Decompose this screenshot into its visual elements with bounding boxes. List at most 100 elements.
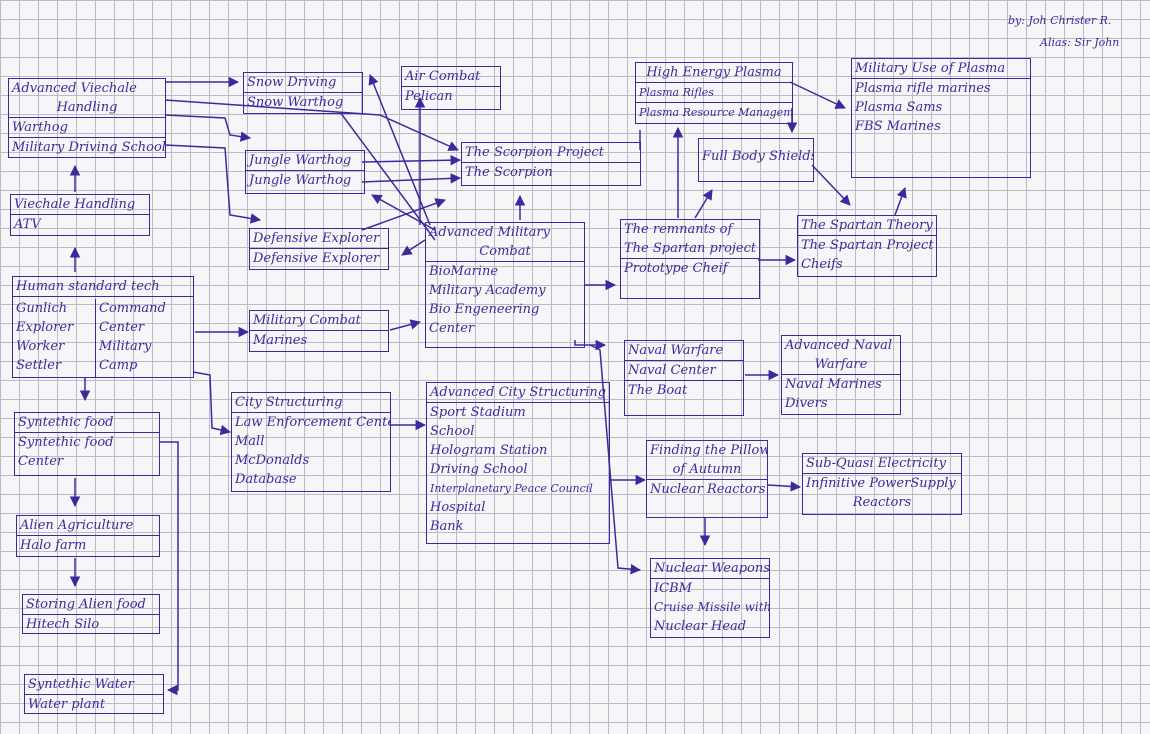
node-title: High Energy Plasma (636, 63, 792, 83)
node-title: Advanced City Structuring (427, 383, 609, 403)
node-item: Military (99, 339, 152, 354)
node-item: Law Enforcement Center (235, 415, 391, 430)
node-item: Bio Engeneering (429, 302, 540, 317)
node-title: Storing Alien food (23, 595, 159, 615)
arrow-avh-to-def (164, 144, 262, 224)
node-title: Jungle Warthog (246, 151, 364, 171)
node-item: Explorer (16, 320, 74, 335)
node-item: McDonalds (235, 453, 310, 468)
node-advanced-naval-warfare: Advanced Naval Warfare Naval Marines Div… (781, 335, 901, 415)
node-item: Reactors (852, 495, 912, 510)
arrow-jungle-to-scorp (361, 154, 462, 166)
node-title: The Scorpion Project (462, 143, 640, 163)
node-naval-warfare: Naval Warfare Naval Center The Boat (624, 340, 744, 416)
node-human-standard-tech: Human standard tech Gunlich Explorer Wor… (12, 276, 194, 378)
node-item: Warthog (9, 118, 165, 138)
arrow-avh-to-scorp (164, 99, 459, 151)
node-item: Syntethic food (18, 435, 114, 450)
node-jungle-warthog: Jungle Warthog Jungle Warthog (245, 150, 365, 194)
node-military-combat: Military Combat Marines (249, 310, 389, 352)
node-item: FBS Marines (855, 119, 941, 134)
arrow-hep-to-mup (789, 81, 846, 109)
node-item: Center (99, 320, 145, 335)
node-title: Air Combat (402, 67, 500, 87)
node-title: The remnants of (624, 222, 733, 237)
node-viechale-handling: Viechale Handling ATV (10, 194, 150, 236)
node-title: Military Combat (250, 311, 388, 331)
node-title: Advanced Naval (785, 338, 892, 353)
node-item: ICBM (654, 581, 692, 596)
node-item: Center (18, 454, 64, 469)
node-item: School (430, 424, 475, 439)
node-alien-agriculture: Alien Agriculture Halo farm (16, 515, 160, 557)
arrow-amc-to-jungle (371, 194, 436, 231)
node-title: of Autumn (647, 460, 767, 480)
node-item: Defensive Explorer (253, 251, 380, 266)
node-item: Mall (235, 434, 265, 449)
node-title: Snow Driving (244, 73, 362, 93)
node-item: Nuclear Head (654, 619, 747, 634)
arrow-hst-to-city (192, 371, 232, 436)
node-title: Syntethic Water (25, 675, 163, 695)
arrow-amc-to-def (401, 239, 426, 256)
node-item: Cheifs (801, 257, 843, 272)
node-item: Camp (99, 358, 138, 373)
node-nuclear-weapons: Nuclear Weapons ICBM Cruise Missile with… (650, 558, 770, 638)
node-title: Military Use of Plasma (852, 59, 1030, 79)
node-spartan-remnants: The remnants of The Spartan project Prot… (620, 219, 760, 299)
node-item: Snow Warthog (247, 95, 344, 110)
node-item: Hitech Silo (26, 617, 100, 632)
arrow-spt-to-mup (894, 187, 907, 216)
node-item: The Scorpion (465, 165, 553, 180)
arrow-amc-to-naval (574, 339, 607, 351)
node-advanced-military-combat: Advanced Military Combat BioMarine Milit… (425, 222, 585, 348)
node-snow-driving: Snow Driving Snow Warthog (243, 72, 363, 114)
node-pillow-of-autumn: Finding the Pillow of Autumn Nuclear Rea… (646, 440, 768, 518)
tech-units-column: Gunlich Explorer Worker Settler (13, 299, 101, 377)
node-item: The Spartan Project (801, 238, 934, 253)
node-item: Water plant (28, 697, 106, 712)
node-item: Plasma rifle marines (855, 81, 991, 96)
node-title: Finding the Pillow (650, 443, 768, 458)
line-snow-to-def (339, 111, 436, 241)
node-item: Database (235, 472, 297, 487)
node-syntethic-water: Syntethic Water Water plant (24, 674, 164, 714)
author-line: by: Joh Christer R. (1008, 14, 1112, 27)
node-item: Naval Marines (785, 377, 882, 392)
node-item: Bank (430, 519, 464, 534)
node-item: BioMarine (429, 264, 499, 279)
node-item: Driving School (430, 462, 528, 477)
node-military-use-of-plasma: Military Use of Plasma Plasma rifle mari… (851, 58, 1031, 178)
node-item: Command (99, 301, 166, 316)
node-title: Warfare (782, 355, 900, 375)
node-item: Hologram Station (430, 443, 548, 458)
node-item: Jungle Warthog (249, 173, 352, 188)
arrow-rem-to-fbs (694, 189, 713, 219)
node-advanced-city-structuring: Advanced City Structuring Sport Stadium … (426, 382, 610, 544)
arrow-avh-to-jungle (164, 114, 252, 142)
node-item: Settler (16, 358, 62, 373)
node-title: Sub-Quasi Electricity (803, 454, 961, 474)
node-item: Pelican (405, 89, 453, 104)
node-item: Infinitive PowerSupply (806, 476, 956, 491)
author-alias: Alias: Sir John (1040, 36, 1120, 49)
node-item: Naval Center (625, 361, 743, 381)
node-high-energy-plasma: High Energy Plasma Plasma Rifles Plasma … (635, 62, 793, 124)
node-item: Sport Stadium (430, 405, 526, 420)
node-storing-alien-food: Storing Alien food Hitech Silo (22, 594, 160, 634)
arrow-jungle2-to-scorp (361, 173, 462, 184)
node-title: Syntethic food (15, 413, 159, 433)
node-title: Viechale Handling (11, 195, 149, 215)
arrow-synf-to-water (160, 441, 179, 696)
node-advanced-viechale-handling: Advanced Viechale Handling Warthog Milit… (8, 78, 166, 158)
node-title: Handling (9, 98, 165, 118)
arrow-def-to-air (361, 198, 446, 231)
node-scorpion-project: The Scorpion Project The Scorpion (461, 142, 641, 186)
arrow-mc-to-amc (389, 319, 422, 331)
node-full-body-shields: Full Body Shields (698, 138, 814, 182)
node-item: Nuclear Reactors (650, 482, 766, 497)
node-title: Advanced Military (429, 225, 550, 240)
arrow-pillow-to-sqe (767, 481, 802, 492)
node-item: ATV (14, 217, 41, 232)
node-item: Halo farm (20, 538, 87, 553)
